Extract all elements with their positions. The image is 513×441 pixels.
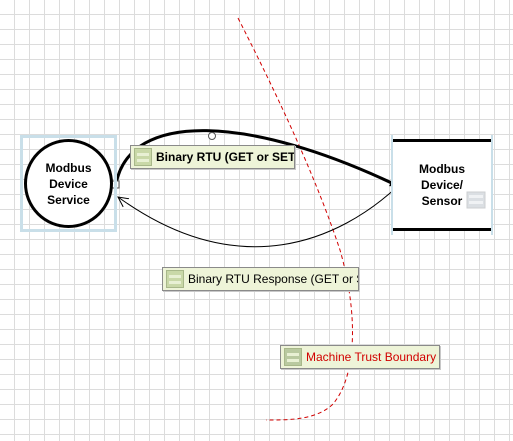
flow-label-response[interactable]: Binary RTU Response (GET or SE — [162, 267, 359, 291]
flow-control-handle[interactable] — [208, 132, 216, 140]
flow-label-icon — [166, 270, 184, 288]
process-label: Modbus Device Service — [45, 160, 92, 207]
process-modbus-device-service[interactable]: Modbus Device Service — [24, 139, 113, 228]
datastore-modbus-device-sensor[interactable]: Modbus Device/ Sensor — [393, 139, 491, 231]
trust-boundary-label[interactable]: Machine Trust Boundary — [280, 345, 440, 369]
trust-boundary-text: Machine Trust Boundary — [306, 350, 437, 364]
process-selection-frame — [20, 135, 117, 232]
flow-request-text: Binary RTU (GET or SET) — [156, 150, 295, 164]
flow-response-line[interactable] — [118, 185, 399, 248]
flow-label-icon — [134, 148, 152, 166]
flow-response-text: Binary RTU Response (GET or SE — [188, 272, 359, 286]
flow-label-request[interactable]: Binary RTU (GET or SET) — [130, 145, 295, 169]
datastore-selection-frame — [391, 135, 493, 235]
datastore-icon — [466, 191, 486, 209]
boundary-label-icon — [284, 348, 302, 366]
datastore-label: Modbus Device/ Sensor — [419, 162, 465, 208]
flow-request-line[interactable] — [114, 129, 399, 188]
trust-boundary-line[interactable] — [237, 17, 353, 421]
